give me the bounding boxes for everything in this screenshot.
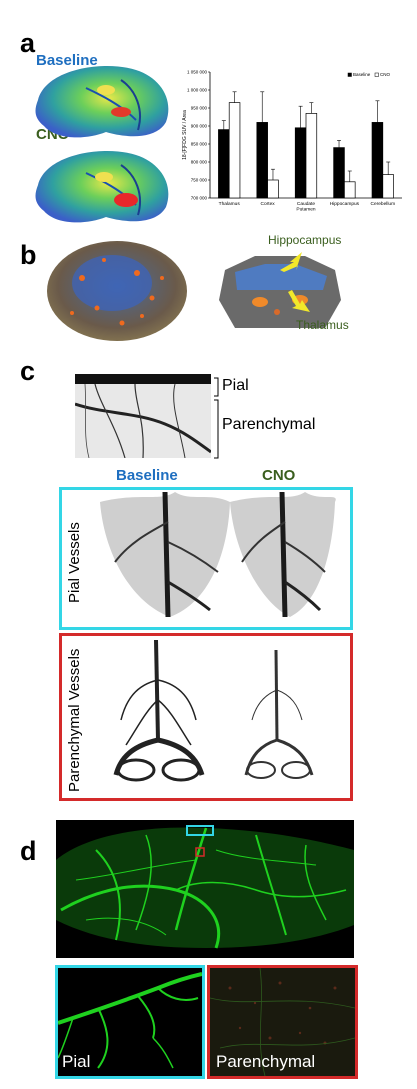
y-axis-title: 18-[F]FDG SUV / Area [182,110,188,160]
category-label: Cortex [261,201,276,207]
bar-cno-2 [267,179,279,199]
category-label: Caudate [297,201,315,207]
vessel-depth-image [75,374,211,458]
pial-vessels-label: Pial Vessels [66,522,83,603]
category-label: Putamen [296,207,316,213]
panel-letter-b: b [20,240,37,270]
pet-brain-renderings [35,65,169,223]
parenchymal-baseline-image [113,640,205,782]
cleared-brain-vasculature-image [56,820,354,958]
panel-letter-c: c [20,356,36,386]
y-tick-label: 950 000 [191,106,208,111]
parenchymal-inset-image [210,968,355,1076]
bar-baseline-2 [256,122,268,199]
brain-coronal-slice-image [215,250,345,338]
bar-cno-3 [305,113,318,199]
bar-cno-1 [228,102,241,199]
pial-baseline-image [100,492,230,618]
panel-letter-d: d [20,836,37,866]
hippocampus-arrow [280,252,302,272]
pial-inset-frame [55,965,205,1079]
pial-inset-image [58,972,202,1069]
baseline-brain-image [35,65,169,138]
y-tick-label: 900 000 [191,124,208,129]
panel-letter-a: a [20,28,36,58]
bar-baseline-3 [294,127,307,199]
pial-depth-label: Pial [222,377,249,394]
thalamus-label: Thalamus [296,318,349,332]
y-tick-label: 750 000 [191,178,208,183]
parenchymal-vessel-images [113,640,314,782]
pial-inset-label: Pial [62,1052,91,1071]
thalamus-arrow [288,290,310,312]
cno-column-label: CNO [262,467,296,484]
y-tick-label: 800 000 [191,160,208,165]
cno-brain-image [35,150,169,223]
bar-baseline-5 [371,122,384,199]
brain-3d-activation-image [47,241,187,341]
parenchymal-vessels-label: Parenchymal Vessels [66,648,83,792]
category-label: Cerebellum [371,201,396,207]
pial-cno-image [230,492,336,618]
parenchymal-vessels-frame [59,633,353,801]
label-arrows [280,252,310,312]
y-tick-label: 700 000 [191,196,208,201]
parenchymal-cno-image [244,649,314,779]
bar-baseline-4 [333,147,345,199]
bar-cno-5 [382,174,394,199]
baseline-column-label: Baseline [116,467,178,484]
legend-label-baseline: Baseline [353,72,371,77]
bar-baseline-1 [218,129,230,199]
parenchymal-inset-label: Parenchymal [216,1052,316,1071]
legend-label-cno: CNO [380,72,390,77]
y-tick-label: 1 050 000 [187,70,208,75]
legend-swatch-baseline [347,72,352,77]
hippocampus-label: Hippocampus [268,233,342,247]
category-label: Hippocampus [330,201,360,207]
depth-brackets [214,377,219,459]
y-tick-label: 1 000 000 [187,88,208,93]
parenchymal-region-marker [195,847,205,857]
legend-swatch-cno [374,72,379,77]
pial-region-marker [186,825,214,836]
parenchymal-inset-frame [207,965,358,1079]
pial-vessels-frame [59,487,353,630]
baseline-brain-label: Baseline [36,52,98,69]
category-label: Thalamus [219,201,241,207]
parenchymal-depth-label: Parenchymal [222,416,316,433]
bar-cno-4 [344,181,356,199]
pial-vessel-images [100,492,336,618]
fdg-bar-chart: 700 000 750 000 800 000 850 000 900 000 950 0… [182,70,402,213]
y-tick-label: 850 000 [191,142,208,147]
